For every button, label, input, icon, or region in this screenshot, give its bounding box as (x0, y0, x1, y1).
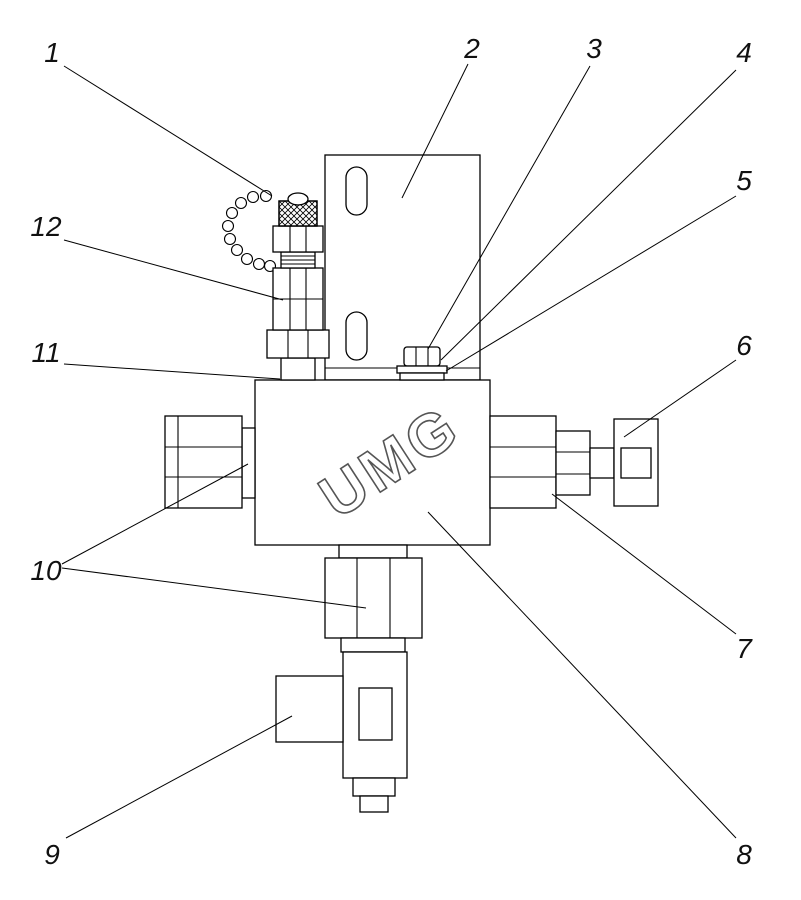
lock-nut (266, 329, 330, 359)
cap-dome (287, 192, 309, 206)
test-point-stem-base (280, 357, 316, 381)
leader-line-12 (63, 239, 284, 301)
leader-line-9 (65, 715, 293, 839)
block-body (254, 379, 491, 546)
left-collar (241, 427, 256, 499)
bottom-stub-tip (359, 795, 389, 813)
leader-line-5 (445, 195, 737, 372)
callout-label-3: 3 (586, 33, 602, 64)
leader-line-3 (427, 65, 591, 350)
test-point-fitting (221, 189, 330, 381)
test-point-hex (272, 225, 324, 253)
side-port (275, 675, 344, 743)
callout-label-2: 2 (463, 33, 480, 64)
leader-line-7 (551, 493, 737, 635)
callout-label-7: 7 (736, 633, 753, 664)
bolt-head (403, 346, 441, 367)
bottom-union-nut (324, 557, 423, 639)
tee-window (358, 687, 393, 741)
right-tube (589, 447, 615, 479)
callout-label-4: 4 (736, 37, 752, 68)
callout-label-11: 11 (31, 337, 60, 368)
right-fitting (489, 415, 659, 509)
leader-line-6 (623, 359, 737, 438)
leader-line-11 (63, 363, 281, 380)
callout-label-1: 1 (44, 37, 60, 68)
callout-label-9: 9 (44, 839, 60, 870)
main-block: UMG (254, 379, 491, 546)
mounting-bracket (324, 154, 481, 381)
bottom-assembly (275, 544, 423, 813)
callout-label-12: 12 (30, 211, 62, 242)
right-adapter (555, 430, 591, 496)
bottom-stub (352, 777, 396, 797)
leader-line-1 (63, 65, 273, 197)
leader-line-2 (401, 63, 469, 199)
callout-label-6: 6 (736, 330, 752, 361)
left-nut-body (164, 415, 243, 509)
callout-label-5: 5 (736, 165, 752, 196)
leader-line-8 (427, 511, 737, 839)
bottom-collar-lower (340, 637, 406, 653)
bolt-washer (396, 365, 448, 374)
bottom-collar-upper (338, 544, 408, 559)
callout-label-10: 10 (30, 555, 62, 586)
cap-chain (221, 189, 277, 273)
leader-line-10 (61, 463, 367, 609)
bleed-bolt (396, 346, 448, 381)
bracket-slot-top (345, 166, 368, 216)
leader-line-4 (440, 69, 737, 361)
right-union-nut (489, 415, 557, 509)
bracket-slot-bottom (345, 311, 368, 361)
callout-label-8: 8 (736, 839, 752, 870)
leader-lines (61, 63, 737, 839)
left-union-nut (164, 415, 256, 509)
callout-labels: 1 2 3 4 5 6 7 8 9 10 11 12 (30, 33, 753, 870)
bolt-lock-washer (399, 372, 445, 381)
right-end-port (620, 447, 652, 479)
